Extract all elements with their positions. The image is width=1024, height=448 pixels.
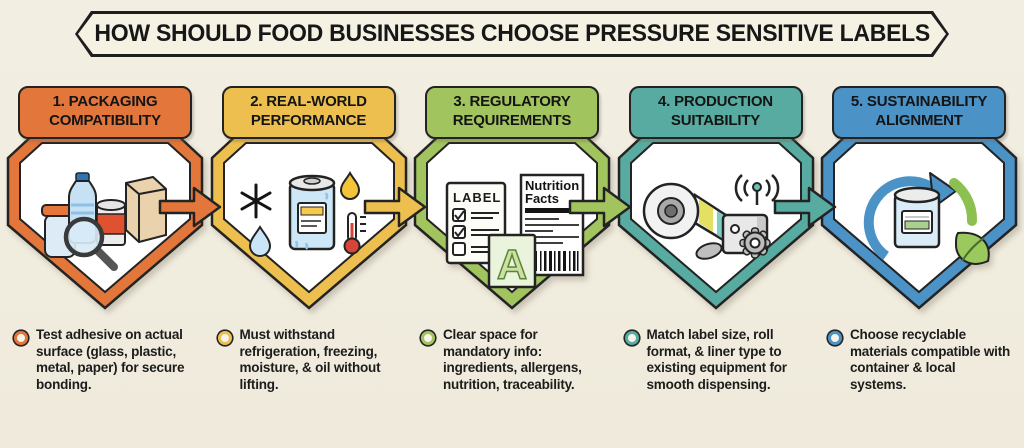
step4-header: 4. PRODUCTION SUITABILITY	[628, 86, 803, 139]
label-roll-machine-icon	[642, 173, 779, 260]
page-title: HOW SHOULD FOOD BUSINESSES CHOOSE PRESSU…	[94, 20, 930, 47]
arrow-step1-to-step2	[158, 186, 222, 228]
bullet-real-world-performance: Must withstand refrigeration, freezing, …	[208, 327, 410, 394]
step3-header-line2: REQUIREMENTS	[452, 111, 572, 129]
step-sustainability-alignment: 5. SUSTAINABILITY ALIGNMENT	[818, 86, 1020, 311]
bullet-dot-icon	[828, 331, 842, 345]
step1-hexagon-badge	[6, 130, 204, 310]
step5-header-line1: 5. SUSTAINABILITY	[850, 93, 988, 110]
svg-text:LABEL: LABEL	[453, 190, 501, 205]
step2-hexagon-badge	[210, 130, 407, 310]
title-banner-inner: HOW SHOULD FOOD BUSINESSES CHOOSE PRESSU…	[78, 14, 946, 54]
step1-header-line2: COMPATIBILITY	[49, 111, 161, 129]
bullet-regulatory-requirements: Clear space for mandatory info: ingredie…	[411, 327, 613, 394]
bullet-dot-icon	[624, 331, 639, 345]
packaging-containers-icon	[41, 171, 167, 271]
svg-text:A: A	[497, 241, 527, 288]
step-regulatory-requirements: 3. REGULATORY REQUIREMENTS LABEL	[411, 86, 613, 311]
gear-icon	[738, 226, 771, 259]
step-real-world-performance: 2. REAL-WORLD PERFORMANCE	[208, 86, 410, 311]
step2-header-line2: PERFORMANCE	[250, 111, 367, 129]
step1-header: 1. PACKAGING COMPATIBILITY	[18, 86, 192, 139]
step4-header-line1: 4. PRODUCTION	[658, 93, 773, 110]
bullet-dot-icon	[14, 331, 28, 345]
arrow-step4-to-step5	[773, 186, 837, 228]
cold-moisture-can-icon	[240, 170, 366, 257]
step2-header: 2. REAL-WORLD PERFORMANCE	[221, 86, 396, 139]
step-production-suitability: 4. PRODUCTION SUITABILITY	[615, 86, 817, 311]
recycle-can-leaf-icon	[863, 171, 990, 265]
bullet-text: Match label size, roll format, & liner t…	[646, 327, 788, 393]
step5-header-line2: ALIGNMENT	[875, 111, 963, 129]
bullet-text: Must withstand refrigeration, freezing, …	[239, 327, 381, 393]
bullet-text: Test adhesive on actual surface (glass, …	[36, 327, 185, 393]
bullets-row: Test adhesive on actual surface (glass, …	[0, 327, 1024, 394]
bullet-text: Clear space for mandatory info: ingredie…	[443, 327, 582, 393]
svg-text:Facts: Facts	[525, 191, 559, 206]
bullet-dot-icon	[217, 331, 232, 345]
step3-hexagon-badge: LABEL Nutrition Facts	[413, 130, 611, 310]
step4-header-line2: SUITABILITY	[670, 111, 761, 129]
step1-header-line1: 1. PACKAGING	[52, 93, 158, 110]
step4-hexagon-badge	[617, 130, 814, 310]
step3-header-line1: 3. REGULATORY	[453, 93, 571, 110]
bullet-production-suitability: Match label size, roll format, & liner t…	[615, 327, 817, 394]
label-documents-icon: LABEL Nutrition Facts	[445, 173, 585, 288]
step2-header-line1: 2. REAL-WORLD	[250, 93, 367, 110]
wireless-signal-icon	[734, 173, 779, 205]
bullet-packaging-compatibility: Test adhesive on actual surface (glass, …	[4, 327, 206, 394]
title-banner: HOW SHOULD FOOD BUSINESSES CHOOSE PRESSU…	[75, 11, 949, 57]
step5-hexagon-badge	[820, 130, 1018, 310]
step5-header: 5. SUSTAINABILITY ALIGNMENT	[832, 86, 1006, 139]
arrow-step3-to-step4	[568, 186, 632, 228]
step-packaging-compatibility: 1. PACKAGING COMPATIBILITY	[4, 86, 206, 311]
bullet-text: Choose recyclable materials compatible w…	[850, 327, 1011, 393]
bullet-sustainability-alignment: Choose recyclable materials compatible w…	[818, 327, 1020, 394]
arrow-step2-to-step3	[363, 186, 427, 228]
bullet-dot-icon	[421, 331, 435, 345]
svg-text:Nutrition: Nutrition	[525, 178, 579, 193]
step3-header: 3. REGULATORY REQUIREMENTS	[425, 86, 599, 139]
steps-row: 1. PACKAGING COMPATIBILITY	[0, 86, 1024, 311]
